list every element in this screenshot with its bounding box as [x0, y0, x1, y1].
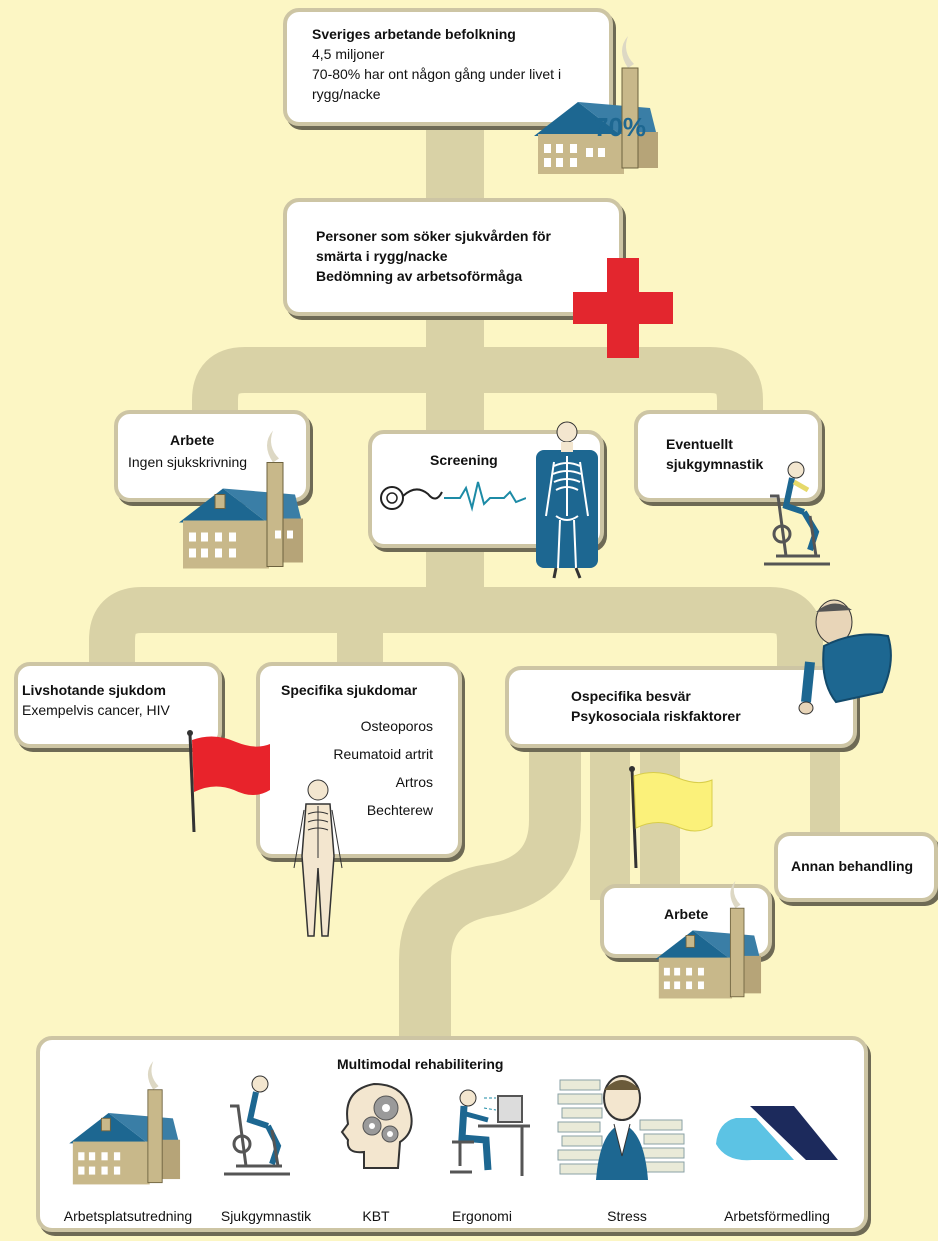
healthcare-box: [283, 198, 623, 316]
disease-item: Bechterew: [366, 802, 433, 818]
brain-gears-icon: [340, 1082, 413, 1169]
branch-level2: [89, 587, 823, 680]
nonspecific-box: [505, 666, 857, 748]
rehab-title: Multimodal rehabilitering: [337, 1056, 504, 1072]
rehab-employment-service: Arbetsförmedling: [724, 1208, 830, 1224]
work-return-title: Arbete: [664, 906, 709, 922]
nonspecific-line1: Ospecifika besvär: [571, 688, 691, 704]
skeleton-xray-icon: [536, 421, 598, 579]
life-threat-title: Livshotande sjukdom: [22, 682, 166, 698]
red-cross-icon: [573, 258, 673, 358]
population-pain-share: 70-80% har ont någon gång under livet i: [312, 66, 562, 82]
rehab-stress: Stress: [607, 1208, 647, 1224]
screening-title: Screening: [430, 452, 498, 468]
work-sub: Ingen sjukskrivning: [128, 454, 248, 470]
factory-icon: [179, 430, 303, 569]
exercise-bike-icon: [764, 461, 830, 566]
main-down: [399, 740, 581, 1045]
factory-70-icon: 70%: [534, 36, 658, 174]
red-flag-icon: [187, 730, 270, 833]
yellow-flag-icon: [629, 766, 713, 869]
factory-icon: [655, 880, 762, 999]
disease-item: Artros: [395, 774, 433, 790]
arbetsformedling-logo: [716, 1106, 838, 1161]
stethoscope-icon: [380, 486, 443, 510]
rehab-ergonomics: Ergonomi: [452, 1208, 512, 1224]
ergonomic-desk-icon: [450, 1089, 530, 1176]
work-title: Arbete: [170, 432, 215, 448]
back-pain-man-icon: [798, 599, 892, 715]
branch-level1: [192, 347, 763, 430]
population-box: [283, 8, 613, 126]
disease-item: Reumatoid artrit: [333, 746, 433, 762]
stress-books-icon: [557, 1075, 685, 1180]
specific-diseases-title: Specifika sjukdomar: [281, 682, 418, 698]
nonspecific-line2: Psykosociala riskfaktorer: [571, 708, 741, 724]
disease-item: Osteoporos: [360, 718, 433, 734]
population-title: Sveriges arbetande befolkning: [312, 26, 516, 42]
heartbeat-icon: [444, 481, 526, 512]
factory-icon: [69, 1061, 181, 1185]
physio-line1: Eventuellt: [666, 436, 733, 452]
other-treatment-title: Annan behandling: [791, 858, 914, 874]
skeleton-figure-icon: [293, 779, 343, 937]
other-treatment-box: [774, 832, 938, 902]
physio-line2: sjukgymnastik: [666, 456, 764, 472]
factory-70-label: 70%: [594, 112, 646, 142]
rehab-workplace-assessment: Arbetsplatsutredning: [63, 1208, 193, 1224]
work-capacity-assessment: Bedömning av arbetsoförmåga: [316, 268, 523, 284]
population-pain-area: rygg/nacke: [312, 86, 381, 102]
healthcare-line1: Personer som söker sjukvården för: [316, 228, 551, 244]
exercise-bike-icon: [224, 1075, 290, 1176]
rehab-physiotherapy: Sjukgymnastik: [220, 1208, 312, 1224]
population-count: 4,5 miljoner: [312, 46, 385, 62]
rehab-cbt: KBT: [362, 1208, 390, 1224]
healthcare-line2: smärta i rygg/nacke: [316, 248, 448, 264]
life-threat-sub: Exempelvis cancer, HIV: [22, 702, 170, 718]
